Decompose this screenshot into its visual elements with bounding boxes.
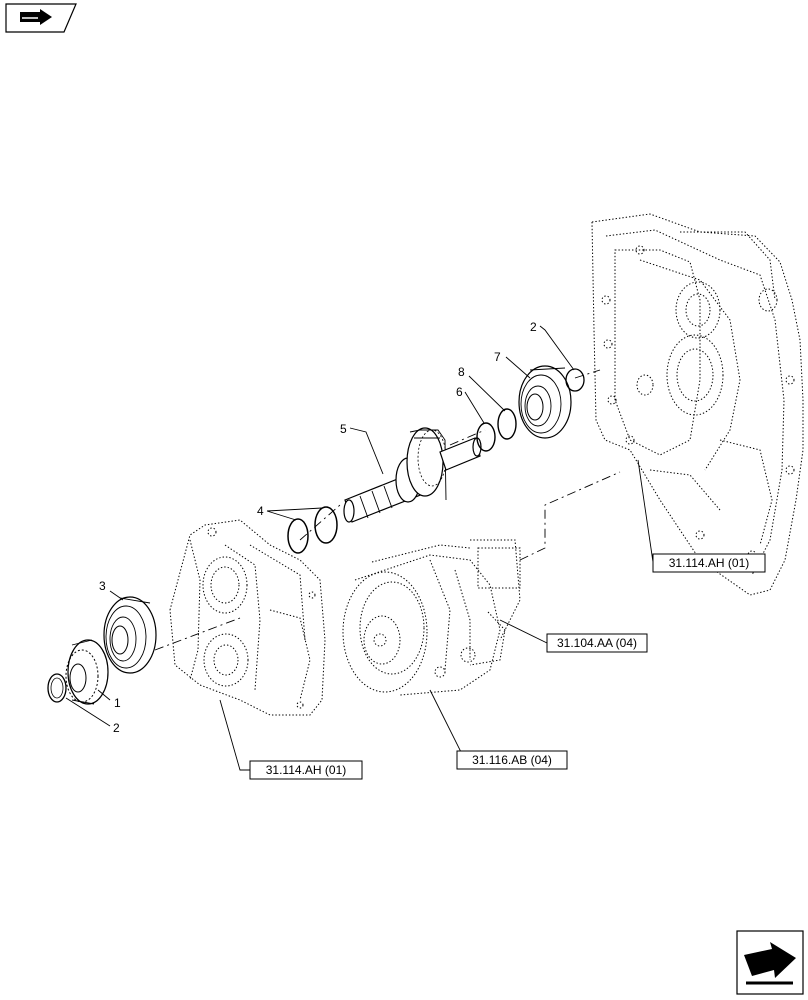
circlip-left[interactable]: [47, 673, 67, 703]
circlip-right[interactable]: [565, 368, 585, 392]
svg-text:31.116.AB (04): 31.116.AB (04): [472, 753, 552, 767]
rear-housing-right: [591, 213, 804, 596]
svg-text:31.104.AA (04): 31.104.AA (04): [557, 636, 637, 650]
bearing-right[interactable]: [518, 365, 572, 439]
callout-3: 3: [99, 579, 106, 593]
callout-4: 4: [257, 504, 264, 518]
callout-8: 8: [458, 365, 465, 379]
callout-2-left: 2: [113, 721, 120, 735]
callout-7: 7: [494, 350, 501, 364]
front-housing-left: [169, 519, 326, 716]
callout-leaders: [65, 325, 575, 727]
callout-5: 5: [340, 422, 347, 436]
bearing-left[interactable]: [103, 596, 157, 674]
reference-box-housing-left[interactable]: 31.114.AH (01): [249, 760, 363, 780]
reference-box-housing-right[interactable]: 31.114.AH (01): [652, 553, 766, 573]
callout-2-right: 2: [530, 320, 537, 334]
snap-rings[interactable]: [476, 408, 517, 452]
gear-pack: [342, 539, 521, 696]
seal-rings[interactable]: [287, 506, 338, 554]
next-page-arrow-icon[interactable]: [736, 930, 804, 995]
callout-6: 6: [456, 385, 463, 399]
callout-1: 1: [114, 696, 121, 710]
spur-gear[interactable]: [65, 639, 109, 705]
svg-text:31.114.AH (01): 31.114.AH (01): [266, 763, 347, 777]
svg-text:31.114.AH (01): 31.114.AH (01): [669, 556, 750, 570]
reference-box-gear-pack[interactable]: 31.104.AA (04): [546, 633, 648, 653]
book-arrow-icon[interactable]: [5, 3, 77, 33]
reference-box-clutch[interactable]: 31.116.AB (04): [456, 750, 568, 770]
input-shaft[interactable]: [343, 427, 482, 523]
reference-leaders: [219, 459, 654, 771]
